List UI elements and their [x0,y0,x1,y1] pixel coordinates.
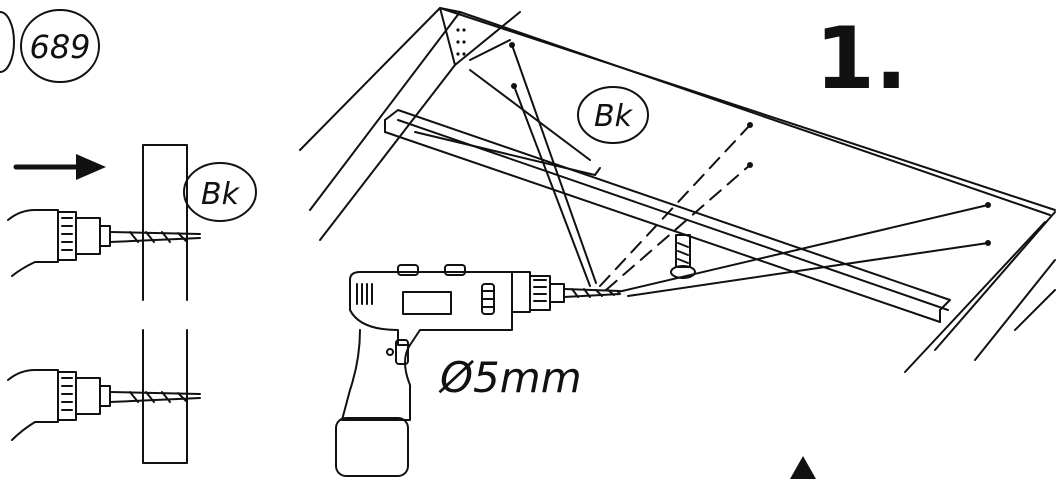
part-number-label: 689 [29,28,90,66]
drill-bit-size-label: Ø5mm [438,353,582,402]
direction-arrow [13,154,106,180]
drill-guide-lines [509,42,991,297]
drill-chuck-lower [7,369,201,441]
partial-callout-circle [0,11,15,73]
metal-rail [384,109,951,323]
panel-code-callout: Bk [577,86,649,144]
cordless-drill [335,264,621,477]
panel-code-label: Bk [594,99,634,134]
cabinet-frame [299,7,1056,373]
up-arrow [790,456,816,479]
drill-chuck-upper [7,209,201,277]
part-number-callout: 689 [0,9,100,83]
panel-code-detail-label: Bk [201,177,241,212]
mounting-bolt [670,234,696,279]
side-view-board [142,144,188,464]
panel-code-callout-detail: Bk [183,162,257,222]
step-number: 1. [815,9,908,109]
part-number-circle [20,9,100,83]
drill-hole-markers [509,42,991,246]
